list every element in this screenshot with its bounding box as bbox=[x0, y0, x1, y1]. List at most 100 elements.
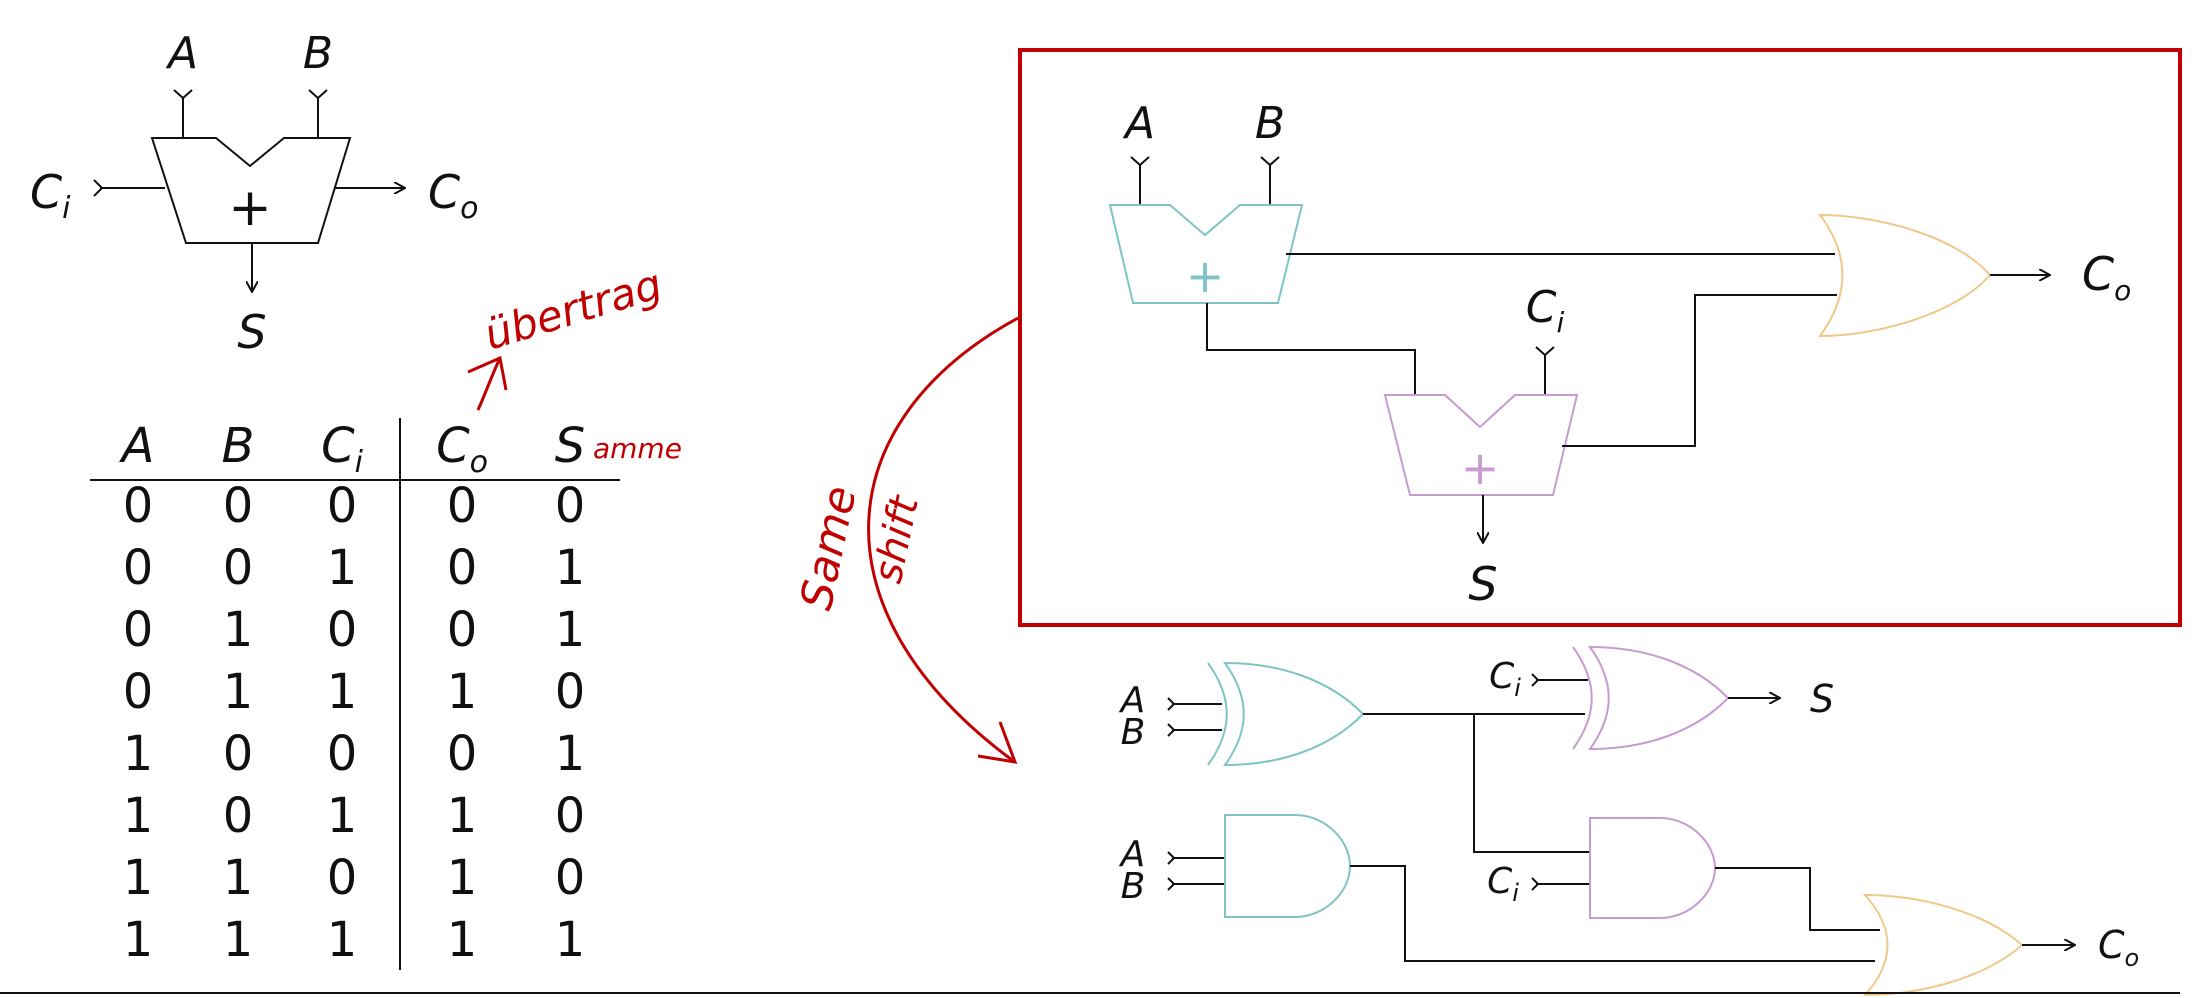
symbol-input-a-wire bbox=[173, 89, 193, 138]
and1-input-a-label: A bbox=[1119, 834, 1146, 875]
and1-input-a-wire bbox=[1167, 851, 1225, 865]
ha1-input-b-wire bbox=[1260, 156, 1280, 205]
half-adder-circuit: A B + Ci + S Co bbox=[1108, 98, 2131, 611]
ha2-carry-wire bbox=[1562, 294, 1837, 447]
ha-or-gate bbox=[1818, 213, 1992, 338]
table-cell: 1 bbox=[555, 912, 586, 968]
ha1-sum-wire bbox=[1206, 303, 1416, 395]
symbol-carry-out-label: Co bbox=[428, 165, 478, 226]
half-adder-2-plus: + bbox=[1461, 441, 1500, 495]
xor1-input-a-wire bbox=[1167, 697, 1222, 711]
ha-carry-in-label: Ci bbox=[1526, 282, 1565, 339]
table-cell: 0 bbox=[447, 726, 478, 782]
table-cell: 0 bbox=[223, 540, 254, 596]
table-cell: 0 bbox=[555, 788, 586, 844]
and2-out-wire bbox=[1715, 867, 1880, 931]
xor1-input-b-wire bbox=[1167, 723, 1222, 737]
table-cell: 0 bbox=[223, 478, 254, 534]
table-cell: 0 bbox=[123, 540, 154, 596]
table-cell: 1 bbox=[327, 664, 358, 720]
table-header-co: Co bbox=[436, 418, 488, 480]
half-adder-1-plus: + bbox=[1186, 249, 1225, 303]
full-adder-symbol: A B + Ci Co S bbox=[30, 28, 478, 359]
table-cell: 1 bbox=[123, 726, 154, 782]
table-cell: 1 bbox=[223, 602, 254, 658]
ha1-input-a-wire bbox=[1130, 156, 1150, 205]
transform-arrow-note-1: Same bbox=[791, 482, 867, 615]
xor2-carry-in-wire bbox=[1531, 673, 1588, 687]
symbol-input-b-wire bbox=[308, 89, 328, 138]
xor-gate-2-back-curve bbox=[1572, 646, 1593, 750]
half-adder-implementation-box bbox=[1018, 48, 2182, 627]
carry-out-label: Co bbox=[2098, 923, 2139, 972]
table-cell: 0 bbox=[327, 478, 358, 534]
table-cell: 1 bbox=[223, 850, 254, 906]
and-gate-2 bbox=[1589, 817, 1717, 919]
symbol-sum-label: S bbox=[237, 305, 266, 359]
table-cell: 1 bbox=[327, 540, 358, 596]
table-cell: 1 bbox=[447, 850, 478, 906]
symbol-adder-body bbox=[150, 137, 352, 244]
sum-annotation-text: amme bbox=[593, 432, 682, 465]
table-cell: 1 bbox=[327, 912, 358, 968]
table-cell: 1 bbox=[223, 912, 254, 968]
symbol-plus-sign: + bbox=[228, 178, 272, 238]
xor-gate-1 bbox=[1223, 661, 1365, 767]
carry-annotation: übertrag bbox=[467, 259, 668, 411]
table-cell: 0 bbox=[223, 726, 254, 782]
table-cell: 0 bbox=[327, 602, 358, 658]
table-cell: 1 bbox=[555, 602, 586, 658]
xor1-to-and2-wire bbox=[1473, 714, 1590, 853]
or-gate-final bbox=[1862, 893, 2024, 997]
table-cell: 0 bbox=[447, 540, 478, 596]
table-header-a: A bbox=[119, 418, 155, 474]
half-adder-1 bbox=[1108, 204, 1304, 304]
table-cell: 1 bbox=[447, 664, 478, 720]
xor-gate-1-back-curve bbox=[1207, 662, 1228, 766]
transform-arrow-head bbox=[977, 721, 1018, 764]
transform-arrow-note-2: shift bbox=[865, 491, 928, 587]
carry-annotation-arrowhead bbox=[467, 355, 508, 391]
table-cell: 0 bbox=[447, 478, 478, 534]
table-cell: 1 bbox=[123, 850, 154, 906]
table-cell: 1 bbox=[555, 726, 586, 782]
ha-input-b-label: B bbox=[1255, 98, 1285, 149]
table-cell: 1 bbox=[123, 912, 154, 968]
table-cell: 0 bbox=[327, 726, 358, 782]
table-cell: 0 bbox=[555, 850, 586, 906]
table-cell: 1 bbox=[223, 664, 254, 720]
table-cell: 1 bbox=[327, 788, 358, 844]
symbol-input-b-label: B bbox=[303, 28, 333, 79]
half-adder-2 bbox=[1383, 394, 1579, 496]
and2-carry-in-wire bbox=[1531, 877, 1590, 891]
ha2-carry-in-wire bbox=[1535, 346, 1555, 395]
table-header-s: S bbox=[555, 418, 585, 474]
table-cell: 1 bbox=[447, 788, 478, 844]
and1-input-b-wire bbox=[1167, 877, 1225, 891]
table-cell: 1 bbox=[447, 912, 478, 968]
carry-annotation-text: übertrag bbox=[479, 259, 668, 359]
carry-annotation-arrow bbox=[476, 357, 502, 411]
table-cell: 0 bbox=[223, 788, 254, 844]
and2-carry-in-label: Ci bbox=[1487, 861, 1519, 907]
table-cell: 1 bbox=[123, 788, 154, 844]
xor-gate-2 bbox=[1588, 645, 1730, 751]
and-gate-1 bbox=[1224, 814, 1352, 918]
table-header-ci: Ci bbox=[321, 418, 364, 480]
table-cell: 0 bbox=[123, 478, 154, 534]
ha-carry-out-label: Co bbox=[2082, 247, 2131, 307]
table-cell: 1 bbox=[555, 540, 586, 596]
symbol-input-a-label: A bbox=[165, 28, 198, 79]
ha-sum-label: S bbox=[1468, 557, 1497, 611]
table-cell: 0 bbox=[555, 664, 586, 720]
table-header-b: B bbox=[222, 418, 255, 474]
xor1-input-a-label: A bbox=[1119, 680, 1146, 721]
xor1-input-b-label: B bbox=[1121, 712, 1146, 753]
gate-circuit: A B Ci S A B Ci Co bbox=[1119, 645, 2139, 997]
symbol-carry-in-wire bbox=[93, 179, 165, 197]
transform-arrow: Same shift bbox=[791, 316, 1019, 764]
and1-out-wire bbox=[1350, 865, 1875, 962]
ha-input-a-label: A bbox=[1122, 98, 1155, 149]
